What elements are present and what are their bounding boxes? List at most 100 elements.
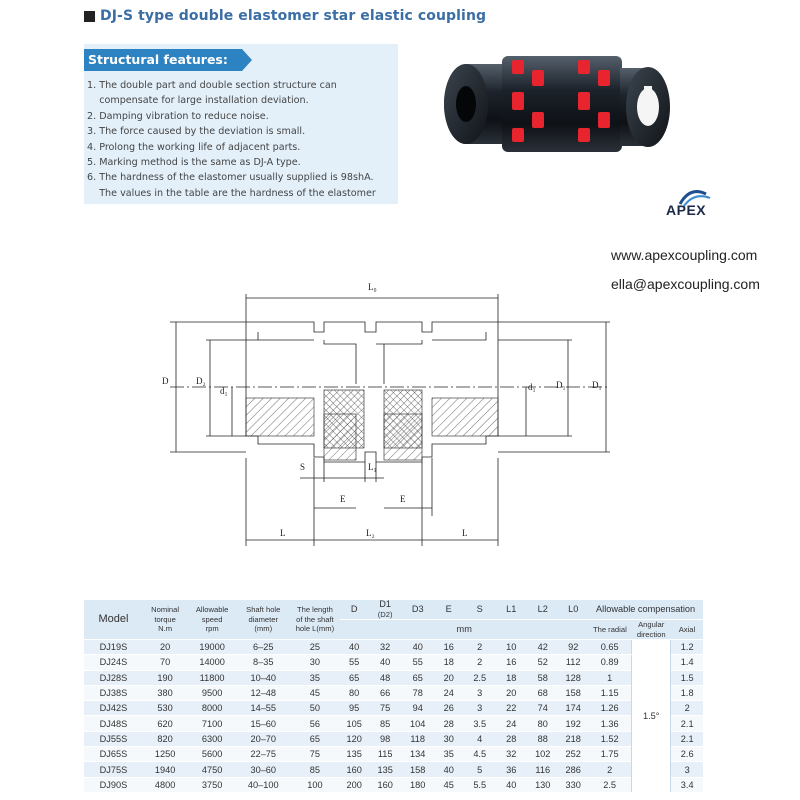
- table-cell: 18: [495, 670, 528, 686]
- table-cell: 14000: [187, 654, 237, 671]
- table-cell: 5: [464, 761, 496, 778]
- table-cell: 128: [558, 670, 589, 686]
- table-cell: 130: [527, 777, 559, 793]
- features-heading: Structural features:: [84, 49, 252, 71]
- table-cell: 102: [527, 746, 559, 763]
- feature-line: compensate for large installation deviat…: [87, 95, 309, 107]
- table-cell: 200: [340, 777, 369, 793]
- table-cell: 160: [368, 777, 403, 793]
- table-cell: 28: [495, 731, 528, 748]
- table-cell: 24: [433, 685, 465, 702]
- table-cell: 7100: [187, 715, 237, 732]
- table-cell: 48: [368, 670, 403, 686]
- table-cell: 112: [558, 654, 589, 671]
- table-cell: 10: [495, 639, 528, 656]
- table-cell: 8–35: [236, 654, 290, 671]
- coupling-product-image: [444, 56, 670, 152]
- header-mm: mm: [340, 619, 589, 640]
- table-cell: 1.52: [588, 731, 632, 748]
- table-cell: 3.4: [670, 777, 703, 793]
- table-cell: 820: [142, 731, 188, 748]
- table-cell: 75: [289, 746, 341, 763]
- table-cell: 20–70: [236, 731, 290, 748]
- table-cell: 0.89: [588, 654, 632, 671]
- table-cell: 20: [142, 639, 188, 656]
- table-cell: 1.5: [670, 670, 703, 686]
- table-cell: 11800: [187, 670, 237, 686]
- table-cell: DJ28S: [84, 670, 143, 686]
- email-link[interactable]: ella@apexcoupling.com: [611, 276, 760, 292]
- label-S: S: [300, 462, 305, 472]
- table-cell: 20: [433, 670, 465, 686]
- table-cell: DJ48S: [84, 715, 143, 732]
- table-cell: 95: [340, 700, 369, 717]
- website-link[interactable]: www.apexcoupling.com: [611, 247, 758, 263]
- header-compensation: Allowable compensation: [588, 600, 703, 620]
- header-radial: The radial: [588, 619, 632, 640]
- table-cell: 135: [340, 746, 369, 763]
- table-cell: 80: [527, 715, 559, 732]
- table-cell: 22–75: [236, 746, 290, 763]
- table-cell: 40: [402, 639, 434, 656]
- table-cell: 6300: [187, 731, 237, 748]
- table-cell: 5600: [187, 746, 237, 763]
- table-cell: 26: [433, 700, 465, 717]
- table-cell: 30: [433, 731, 465, 748]
- label-D1: D₁: [556, 380, 566, 390]
- table-cell: 32: [368, 639, 403, 656]
- table-cell: 160: [340, 761, 369, 778]
- table-cell: 94: [402, 700, 434, 717]
- table-cell: 1.36: [588, 715, 632, 732]
- table-cell: DJ24S: [84, 654, 143, 671]
- table-cell: 28: [433, 715, 465, 732]
- table-cell: 35: [289, 670, 341, 686]
- table-cell: 50: [289, 700, 341, 717]
- table-cell: 6–25: [236, 639, 290, 656]
- header-D: D: [340, 600, 369, 620]
- table-cell: 174: [558, 700, 589, 717]
- feature-line: 1. The double part and double section st…: [87, 80, 337, 91]
- table-cell: 16: [433, 639, 465, 656]
- table-cell: 1.75: [588, 746, 632, 763]
- table-cell: 9500: [187, 685, 237, 702]
- table-cell: 92: [558, 639, 589, 656]
- table-cell: 1: [588, 670, 632, 686]
- feature-line: The values in the table are the hardness…: [87, 187, 376, 199]
- table-cell: DJ38S: [84, 685, 143, 702]
- table-cell: 40: [368, 654, 403, 671]
- header-L2: L2: [527, 600, 559, 620]
- table-cell: 40: [433, 761, 465, 778]
- table-cell: 19000: [187, 639, 237, 656]
- page-title: DJ-S type double elastomer star elastic …: [100, 8, 487, 24]
- feature-line: 4. Prolong the working life of adjacent …: [87, 141, 301, 153]
- table-cell: 105: [340, 715, 369, 732]
- label-L1: L₁: [368, 462, 377, 472]
- table-cell: 158: [558, 685, 589, 702]
- table-cell: 45: [289, 685, 341, 702]
- table-cell: 3: [670, 761, 703, 778]
- table-cell: 2.5: [588, 777, 632, 793]
- table-cell: 192: [558, 715, 589, 732]
- table-cell: 32: [495, 746, 528, 763]
- table-cell: 65: [402, 670, 434, 686]
- table-cell: 22: [495, 700, 528, 717]
- label-D1-right: D₁: [592, 380, 602, 390]
- table-cell: DJ65S: [84, 746, 143, 763]
- table-cell: 2.1: [670, 715, 703, 732]
- table-cell: 0.65: [588, 639, 632, 656]
- table-cell: 218: [558, 731, 589, 748]
- table-cell: 1.2: [670, 639, 703, 656]
- label-E-right: E: [400, 494, 406, 504]
- table-cell: DJ90S: [84, 777, 143, 793]
- table-cell: 55: [340, 654, 369, 671]
- label-d1-right: d₁: [528, 382, 536, 392]
- label-L-left: L: [280, 528, 286, 538]
- table-cell: DJ42S: [84, 700, 143, 717]
